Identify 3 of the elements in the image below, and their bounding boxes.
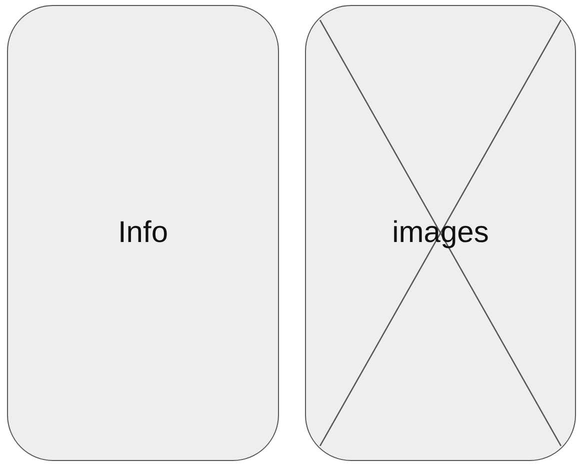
rounded-box — [7, 5, 279, 461]
image-placeholder-box — [305, 5, 576, 461]
box-label: Info — [118, 216, 168, 250]
